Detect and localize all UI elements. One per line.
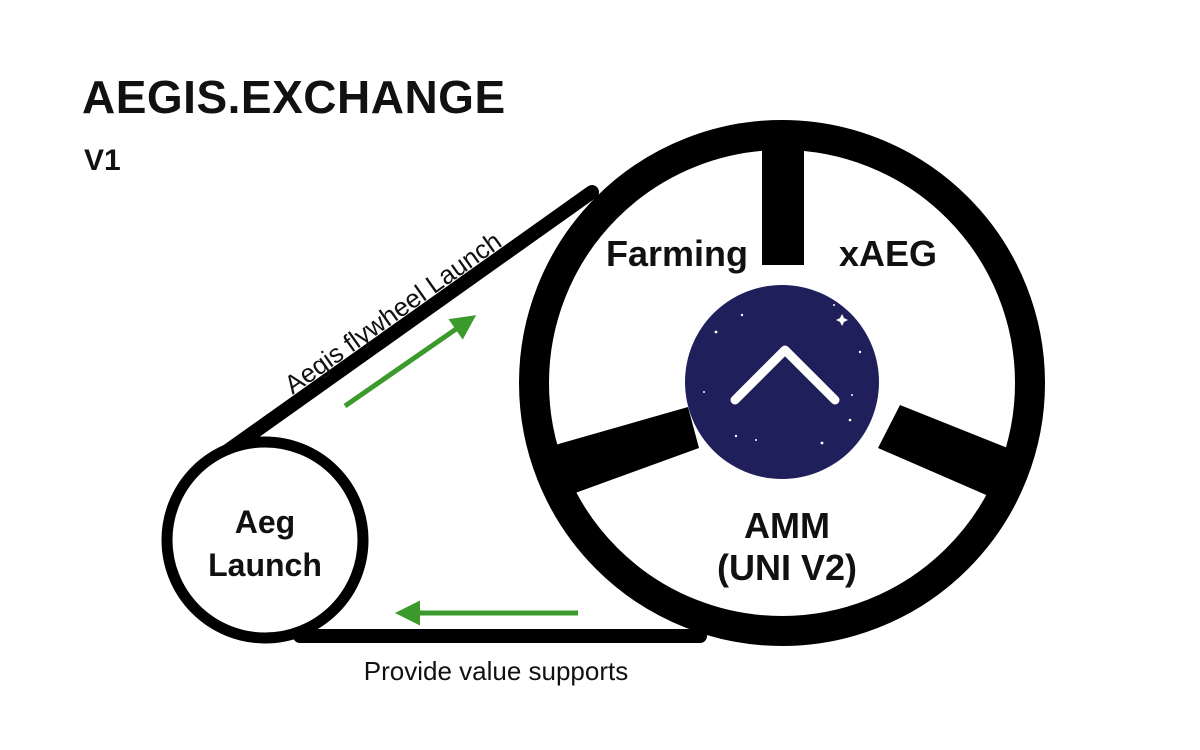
belt-top-line [219, 185, 599, 459]
segment-label-amm: AMM [744, 505, 830, 546]
spoke-top [762, 135, 804, 265]
launch-label-line1: Aeg [235, 504, 295, 540]
hub-stars [703, 304, 862, 445]
version-label: V1 [84, 144, 121, 177]
chevron-up-icon [730, 345, 840, 405]
arrow-up-right [343, 315, 477, 409]
segment-label-xaeg: xAEG [839, 233, 937, 274]
segment-label-farming: Farming [606, 233, 748, 274]
launch-label-line2: Launch [208, 547, 322, 583]
launch-wheel [161, 436, 369, 644]
flywheel-hub [685, 285, 879, 479]
page-title: AEGIS.EXCHANGE [82, 71, 506, 123]
spoke-left [548, 407, 699, 496]
belt-bottom-label: Provide value supports [364, 656, 628, 686]
segment-label-amm-sub: (UNI V2) [717, 547, 857, 588]
spoke-right [878, 405, 1020, 501]
